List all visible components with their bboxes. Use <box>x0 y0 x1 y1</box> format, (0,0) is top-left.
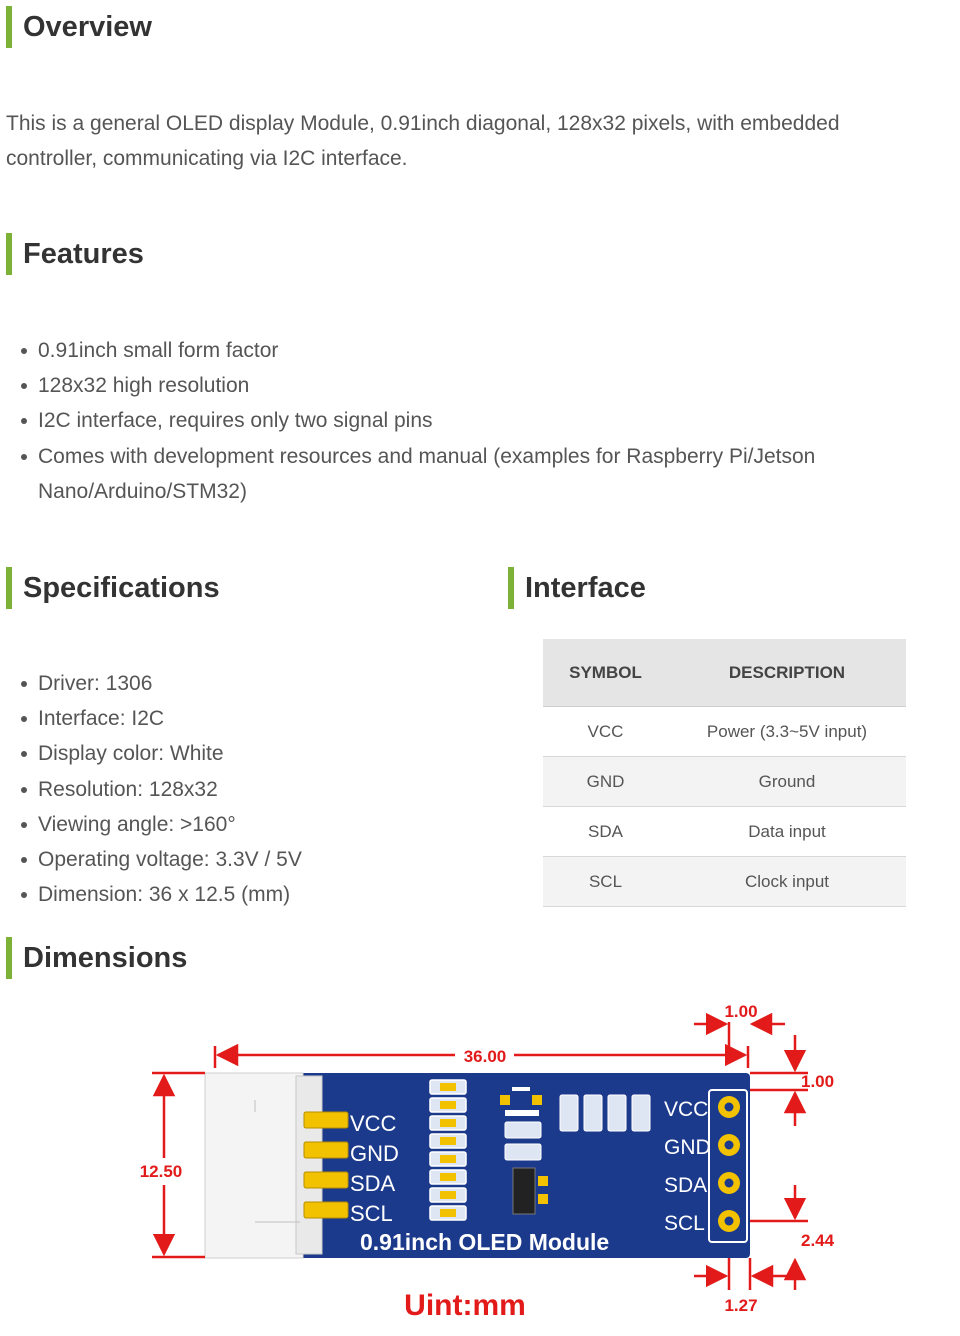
left-pin-label: GND <box>350 1141 399 1166</box>
table-row: VCC Power (3.3~5V input) <box>543 706 906 757</box>
list-item: 128x32 high resolution <box>6 368 886 403</box>
list-item: Dimension: 36 x 12.5 (mm) <box>6 877 486 912</box>
symbol-cell: GND <box>543 756 668 807</box>
right-pin-label: VCC <box>664 1098 708 1121</box>
description-cell: Ground <box>668 756 906 807</box>
interface-heading: Interface <box>508 567 646 609</box>
features-list: 0.91inch small form factor 128x32 high r… <box>6 333 886 509</box>
pad <box>303 1141 349 1159</box>
edge-offset-label: 1.00 <box>801 1072 834 1091</box>
width-dimension-label: 36.00 <box>464 1047 507 1066</box>
smd-components <box>500 1087 651 1215</box>
interface-table: SYMBOL DESCRIPTION VCC Power (3.3~5V inp… <box>543 639 906 907</box>
dimension-annotations <box>152 1012 808 1290</box>
specifications-list: Driver: 1306 Interface: I2C Display colo… <box>6 666 486 912</box>
column-header-description: DESCRIPTION <box>668 639 906 707</box>
symbol-cell: VCC <box>543 706 668 757</box>
fpc-clamp <box>295 1075 323 1255</box>
symbol-cell: SDA <box>543 806 668 857</box>
pin-pitch-label: 1.27 <box>724 1296 757 1315</box>
list-item: Driver: 1306 <box>6 666 486 701</box>
board-title: 0.91inch OLED Module <box>360 1229 609 1255</box>
right-pin-label: SDA <box>664 1174 707 1197</box>
left-pin-label: SDA <box>350 1171 396 1196</box>
list-item: Interface: I2C <box>6 701 486 736</box>
oled-module-board: VCC GND SDA SCL <box>204 1072 750 1259</box>
description-cell: Clock input <box>668 856 906 907</box>
symbol-cell: SCL <box>543 856 668 907</box>
pad <box>303 1201 349 1219</box>
pad <box>303 1171 349 1189</box>
table-row: SDA Data input <box>543 806 906 857</box>
pad <box>303 1111 349 1129</box>
pin-holes <box>718 1096 740 1232</box>
list-item: Viewing angle: >160° <box>6 807 486 842</box>
features-heading: Features <box>6 233 144 275</box>
list-item: Comes with development resources and man… <box>6 439 886 509</box>
table-row: GND Ground <box>543 756 906 807</box>
description-cell: Data input <box>668 806 906 857</box>
left-pin-label: SCL <box>350 1201 393 1226</box>
height-dimension-label: 12.50 <box>140 1162 183 1181</box>
overview-heading: Overview <box>6 6 152 48</box>
column-header-symbol: SYMBOL <box>543 639 668 707</box>
pin-offset-top-label: 1.00 <box>724 1002 757 1021</box>
list-item: Resolution: 128x32 <box>6 772 486 807</box>
list-item: I2C interface, requires only two signal … <box>6 403 886 438</box>
list-item: Operating voltage: 3.3V / 5V <box>6 842 486 877</box>
list-item: Display color: White <box>6 736 486 771</box>
unit-label: Uint:mm <box>404 1289 526 1322</box>
right-pin-label: GND <box>664 1136 711 1159</box>
specifications-heading: Specifications <box>6 567 220 609</box>
right-pin-label: SCL <box>664 1212 705 1235</box>
table-row: SCL Clock input <box>543 856 906 907</box>
left-pads <box>303 1111 349 1219</box>
overview-text: This is a general OLED display Module, 0… <box>6 112 840 170</box>
left-pin-label: VCC <box>350 1111 397 1136</box>
dimension-drawing: VCC GND SDA SCL <box>140 1002 835 1322</box>
pin-header-outline <box>708 1089 748 1243</box>
bottom-margin-label: 2.44 <box>801 1231 835 1250</box>
dimensions-heading: Dimensions <box>6 937 187 979</box>
fpc-connector <box>204 1072 304 1259</box>
table-header-row: SYMBOL DESCRIPTION <box>543 639 906 707</box>
list-item: 0.91inch small form factor <box>6 333 886 368</box>
description-cell: Power (3.3~5V input) <box>668 706 906 757</box>
